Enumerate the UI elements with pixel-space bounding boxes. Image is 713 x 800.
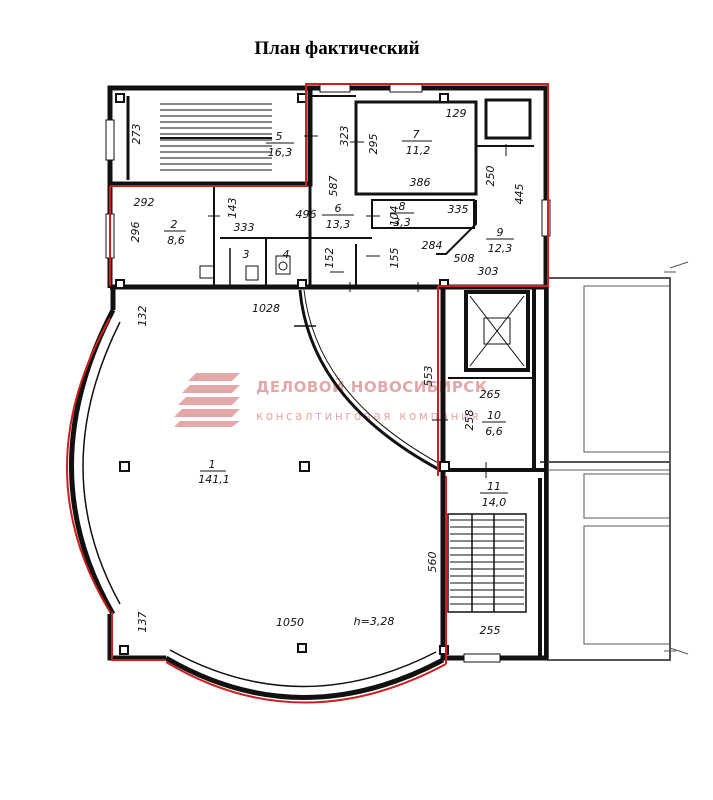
dimension-label: 587 xyxy=(327,176,340,197)
dimension-label: 265 xyxy=(480,388,501,401)
dimension-label: 284 xyxy=(422,239,443,252)
dimension-label: 129 xyxy=(446,107,467,120)
room-area: 13,3 xyxy=(326,218,351,231)
plan-title: План фактический xyxy=(254,38,420,59)
room-area: 12,3 xyxy=(488,242,513,255)
room-number: 3 xyxy=(243,248,250,261)
dimension-label: 333 xyxy=(234,221,255,234)
dimension-label: 335 xyxy=(448,203,469,216)
dimension-label: 155 xyxy=(388,248,401,269)
room-area: 8,6 xyxy=(167,234,185,247)
room-area: 3,3 xyxy=(393,216,411,229)
dimension-label: 303 xyxy=(478,265,499,278)
room-number: 11 xyxy=(487,480,501,493)
room-number: 6 xyxy=(335,202,342,215)
watermark-line1: ДЕЛОВОЙ НОВОСИБИРСК xyxy=(256,377,488,396)
watermark-logo-icon xyxy=(174,373,240,427)
room-number: 5 xyxy=(276,130,283,143)
watermark: ДЕЛОВОЙ НОВОСИБИРСК консалтинговая компа… xyxy=(174,373,488,427)
dimension-label: 104 xyxy=(388,206,401,227)
dimension-label: 143 xyxy=(226,198,239,219)
dimension-label: 273 xyxy=(130,124,143,145)
adjacent-building xyxy=(540,261,689,661)
dimension-label: 250 xyxy=(484,166,497,187)
room-number: 1 xyxy=(209,458,216,471)
room-number: 4 xyxy=(283,248,290,261)
room-area: 16,3 xyxy=(268,146,293,159)
dimension-label: 296 xyxy=(129,222,142,243)
dimension-label: 132 xyxy=(136,306,149,327)
room-number: 2 xyxy=(171,218,178,231)
room-number: 8 xyxy=(399,200,406,213)
columns xyxy=(115,93,450,655)
room-area: 11,2 xyxy=(406,144,431,157)
dimension-label: 152 xyxy=(323,248,336,269)
room-labels: 1 141,1 2 8,6 3 4 5 16,3 6 13,3 7 11,2 8… xyxy=(164,128,514,509)
dimension-label: 137 xyxy=(136,612,149,633)
watermark-line2: консалтинговая компания xyxy=(256,409,481,423)
dimension-label: 1028 xyxy=(252,302,280,315)
door-arc xyxy=(294,289,441,472)
room-number: 10 xyxy=(487,409,501,422)
dimension-label: 560 xyxy=(426,552,439,573)
highlight-outline xyxy=(66,83,549,704)
room-area: 141,1 xyxy=(198,473,230,486)
stair-treads xyxy=(160,103,524,605)
room-number: 9 xyxy=(497,226,504,239)
dimension-label: 295 xyxy=(367,134,380,155)
dimension-label: 445 xyxy=(513,184,526,205)
dimension-label: 508 xyxy=(454,252,475,265)
dimension-label: 553 xyxy=(422,366,435,387)
walls xyxy=(69,85,549,700)
dimension-label: 292 xyxy=(134,196,155,209)
room-area: 14,0 xyxy=(482,496,507,509)
dimension-label: 258 xyxy=(463,410,476,431)
dimension-label: 496 xyxy=(296,208,317,221)
room-number: 7 xyxy=(413,128,420,141)
sanitary-fixtures xyxy=(199,255,291,281)
dimension-label: 386 xyxy=(410,176,431,189)
dimension-ticks xyxy=(208,135,507,478)
dimension-label: 1050 xyxy=(276,616,304,629)
dimension-label: 255 xyxy=(480,624,501,637)
dimension-label: 323 xyxy=(338,126,351,147)
room-area: 6,6 xyxy=(485,425,503,438)
height-label: h=3,28 xyxy=(354,615,395,628)
dimension-labels: 273 323 295 129 587 386 250 445 292 143 … xyxy=(129,107,526,637)
